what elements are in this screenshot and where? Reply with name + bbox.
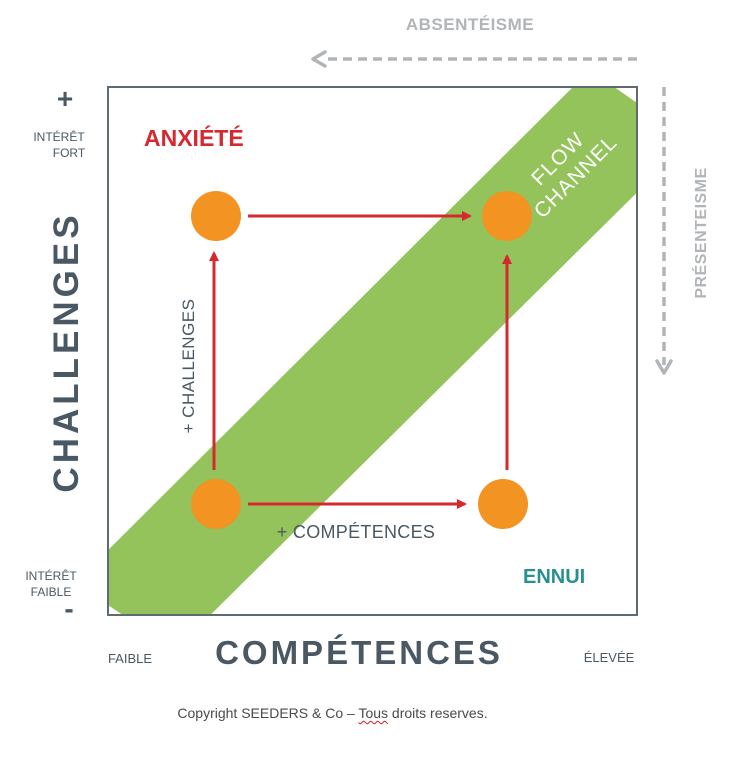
absenteeism-label: ABSENTÉISME	[406, 15, 534, 34]
y-axis-minus: -	[64, 593, 73, 624]
x-axis-title: COMPÉTENCES	[215, 634, 503, 671]
copyright-notice: Copyright SEEDERS & Co – Tous droits res…	[0, 705, 665, 721]
node-bottom-right	[478, 479, 528, 529]
y-axis-title: CHALLENGES	[47, 211, 86, 492]
y-axis-high-label-line1: INTÉRÊT	[33, 129, 85, 144]
y-axis-high-label-line2: FORT	[53, 146, 86, 160]
copyright-suffix: droits reserves.	[388, 705, 488, 721]
presenteeism-label: PRÉSENTEISME	[691, 167, 710, 298]
copyright-underlined-word: Tous	[358, 705, 389, 721]
anxiety-label: ANXIÉTÉ	[144, 124, 244, 151]
absenteeism-arrowhead-icon	[311, 50, 327, 68]
copyright-prefix: Copyright SEEDERS & Co –	[177, 705, 359, 721]
node-top-right	[482, 191, 532, 241]
y-axis-low-label-line2: FAIBLE	[31, 585, 72, 599]
plus-competences-label: + COMPÉTENCES	[277, 522, 435, 542]
y-axis-plus: +	[57, 83, 73, 114]
y-axis-low-label-line1: INTÉRÊT	[25, 568, 77, 583]
node-bottom-left	[191, 479, 241, 529]
ennui-label: ENNUI	[523, 566, 585, 588]
presenteeism-arrowhead-icon	[655, 359, 673, 375]
plot-frame	[107, 86, 638, 616]
node-top-left	[191, 191, 241, 241]
x-axis-high-label: ÉLEVÉE	[584, 650, 635, 665]
x-axis-low-label: FAIBLE	[108, 651, 152, 666]
plus-challenges-label: + CHALLENGES	[179, 299, 198, 434]
